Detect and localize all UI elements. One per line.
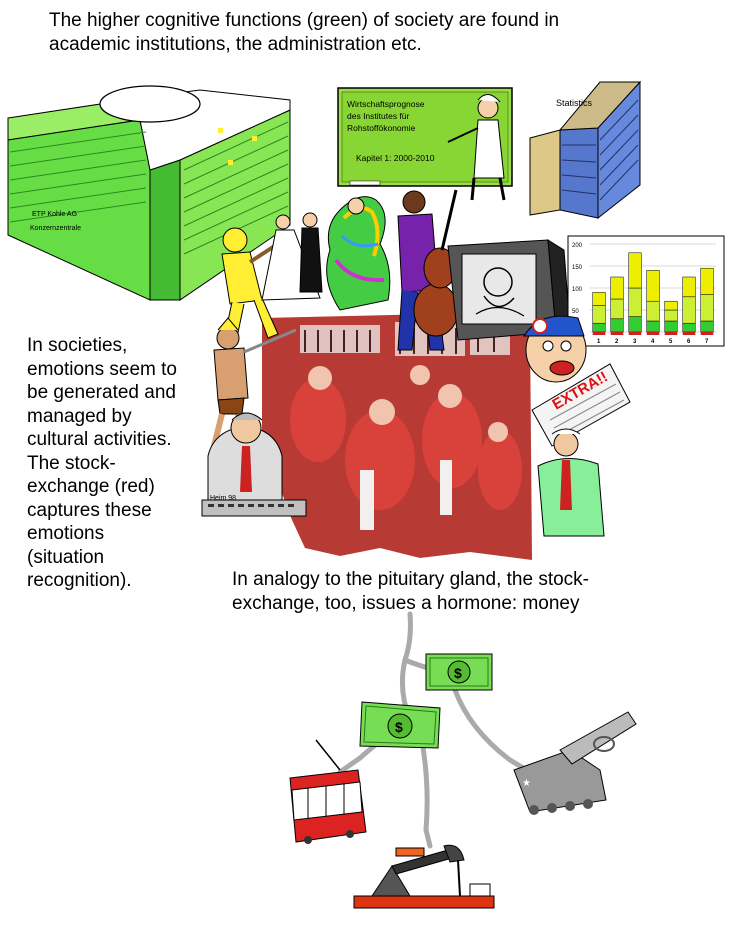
flamenco-dancer-figure <box>326 196 391 311</box>
artist-signature: Heim 98 <box>210 495 236 502</box>
chart-bar-segment <box>700 294 714 322</box>
caption-left-line: recognition). <box>27 570 132 591</box>
blackboard-line-1: Wirtschaftsprognose <box>347 99 425 109</box>
chart-x-tick-label: 7 <box>705 339 709 345</box>
chart-bar-segment <box>682 322 696 333</box>
chart-bar-segment <box>646 300 660 322</box>
caption-left-line: The stock- <box>27 452 116 474</box>
caption-left-line: emotions seem to <box>27 358 177 380</box>
chart-bar-base <box>682 332 696 335</box>
headquarters-sign-line-2: Konzernzentrale <box>30 225 81 232</box>
chart-bar-segment <box>646 320 660 333</box>
blackboard-line-3: Rohstoffökonomie <box>347 123 416 133</box>
chart-bar-base <box>628 332 642 335</box>
caption-pituitary-line-1: In analogy to the pituitary gland, the s… <box>232 569 589 590</box>
chart-bar-segment <box>682 296 696 324</box>
caption-left-line: emotions <box>27 523 105 544</box>
chart-bar-base <box>664 332 678 335</box>
chart-bar-base <box>610 332 624 335</box>
oil-pump-icon <box>353 844 495 909</box>
chart-bar-segment <box>664 300 678 311</box>
newsboy-figure <box>523 315 587 383</box>
chart-y-tick-label: 100 <box>572 287 583 293</box>
chart-bar-base <box>700 332 714 335</box>
statistics-tower: Statistics <box>529 80 642 220</box>
chart-bar-segment <box>592 305 606 324</box>
chart-y-tick-label: 50 <box>572 309 579 315</box>
caption-top: The higher cognitive functions (green) o… <box>49 9 689 56</box>
caption-left-line: In societies, <box>27 335 128 356</box>
caption-pituitary-line-2: exchange, too, issues a hormone: money <box>232 592 580 614</box>
caption-left: In societies, emotions seem to be genera… <box>27 334 217 593</box>
chart-bar-segment <box>610 318 624 333</box>
caption-left-line: exchange (red) <box>27 476 155 497</box>
chart-x-tick-label: 3 <box>633 339 637 345</box>
green-jacket-man-figure <box>537 428 605 537</box>
chart-x-tick-label: 2 <box>615 339 619 345</box>
caption-top-line-1: The higher cognitive functions (green) o… <box>49 10 560 31</box>
headquarters-sign-line-1: ETP Kohle AG <box>32 211 77 218</box>
chart-bar-segment <box>682 276 696 298</box>
caption-pituitary: In analogy to the pituitary gland, the s… <box>232 568 652 615</box>
chart-bar-segment <box>592 322 606 333</box>
blackboard-line-4: Kapitel 1: 2000-2010 <box>356 153 435 163</box>
chart-bar-segment <box>700 267 714 295</box>
chart-bar-segment <box>628 316 642 333</box>
chart-bar-base <box>646 332 660 335</box>
dollar-symbol: $ <box>395 719 403 735</box>
chart-bar-segment <box>664 309 678 322</box>
tram-icon <box>289 739 367 844</box>
statistics-tower-label: Statistics <box>556 98 593 108</box>
rocket-launcher-icon: ★ <box>513 711 637 815</box>
stock-exchange-photo <box>262 312 532 560</box>
chart-bar-segment <box>664 320 678 333</box>
chart-x-tick-label: 6 <box>687 339 691 345</box>
chart-bar-segment <box>592 292 606 306</box>
chart-bar-segment <box>628 287 642 317</box>
chart-y-tick-label: 200 <box>572 243 583 249</box>
chart-x-tick-label: 5 <box>669 339 673 345</box>
chart-bar-segment <box>700 320 714 333</box>
caption-left-line: be generated and <box>27 382 176 403</box>
computer-user-figure: Heim 98 <box>201 412 307 517</box>
cricket-player-figure <box>221 227 292 343</box>
chart-bar-segment <box>610 276 624 300</box>
blackboard-line-2: des Institutes für <box>347 111 410 121</box>
caption-top-line-2: academic institutions, the administratio… <box>49 33 422 55</box>
chart-bars <box>592 252 714 335</box>
television <box>447 239 571 341</box>
caption-left-line: captures these <box>27 499 152 521</box>
svg-text:★: ★ <box>522 778 531 789</box>
caption-left-line: cultural activities. <box>27 429 172 450</box>
chart-x-tick-label: 1 <box>597 339 601 345</box>
dollar-symbol: $ <box>454 665 462 681</box>
chart-bar-segment <box>610 298 624 320</box>
banknote-top: $ <box>425 653 493 691</box>
chart-bar-base <box>592 332 606 335</box>
professor-figure <box>447 94 506 201</box>
caption-left-line: (situation <box>27 546 105 568</box>
chart-x-tick-label: 4 <box>651 339 655 345</box>
double-bass-player-figure <box>397 189 459 351</box>
chart-bar-segment <box>646 270 660 302</box>
dancing-couple-figure <box>261 212 323 301</box>
banknote-left: $ <box>359 701 441 749</box>
chart-bar-segment <box>628 252 642 289</box>
chart-y-tick-label: 150 <box>572 265 583 271</box>
chart-x-tick-labels: 1 2 3 4 5 6 7 <box>597 339 709 345</box>
caption-left-line: managed by <box>27 405 132 427</box>
headquarters-building: ETP Kohle AG Konzernzentrale <box>7 85 291 301</box>
gladiator-figure <box>211 317 297 447</box>
